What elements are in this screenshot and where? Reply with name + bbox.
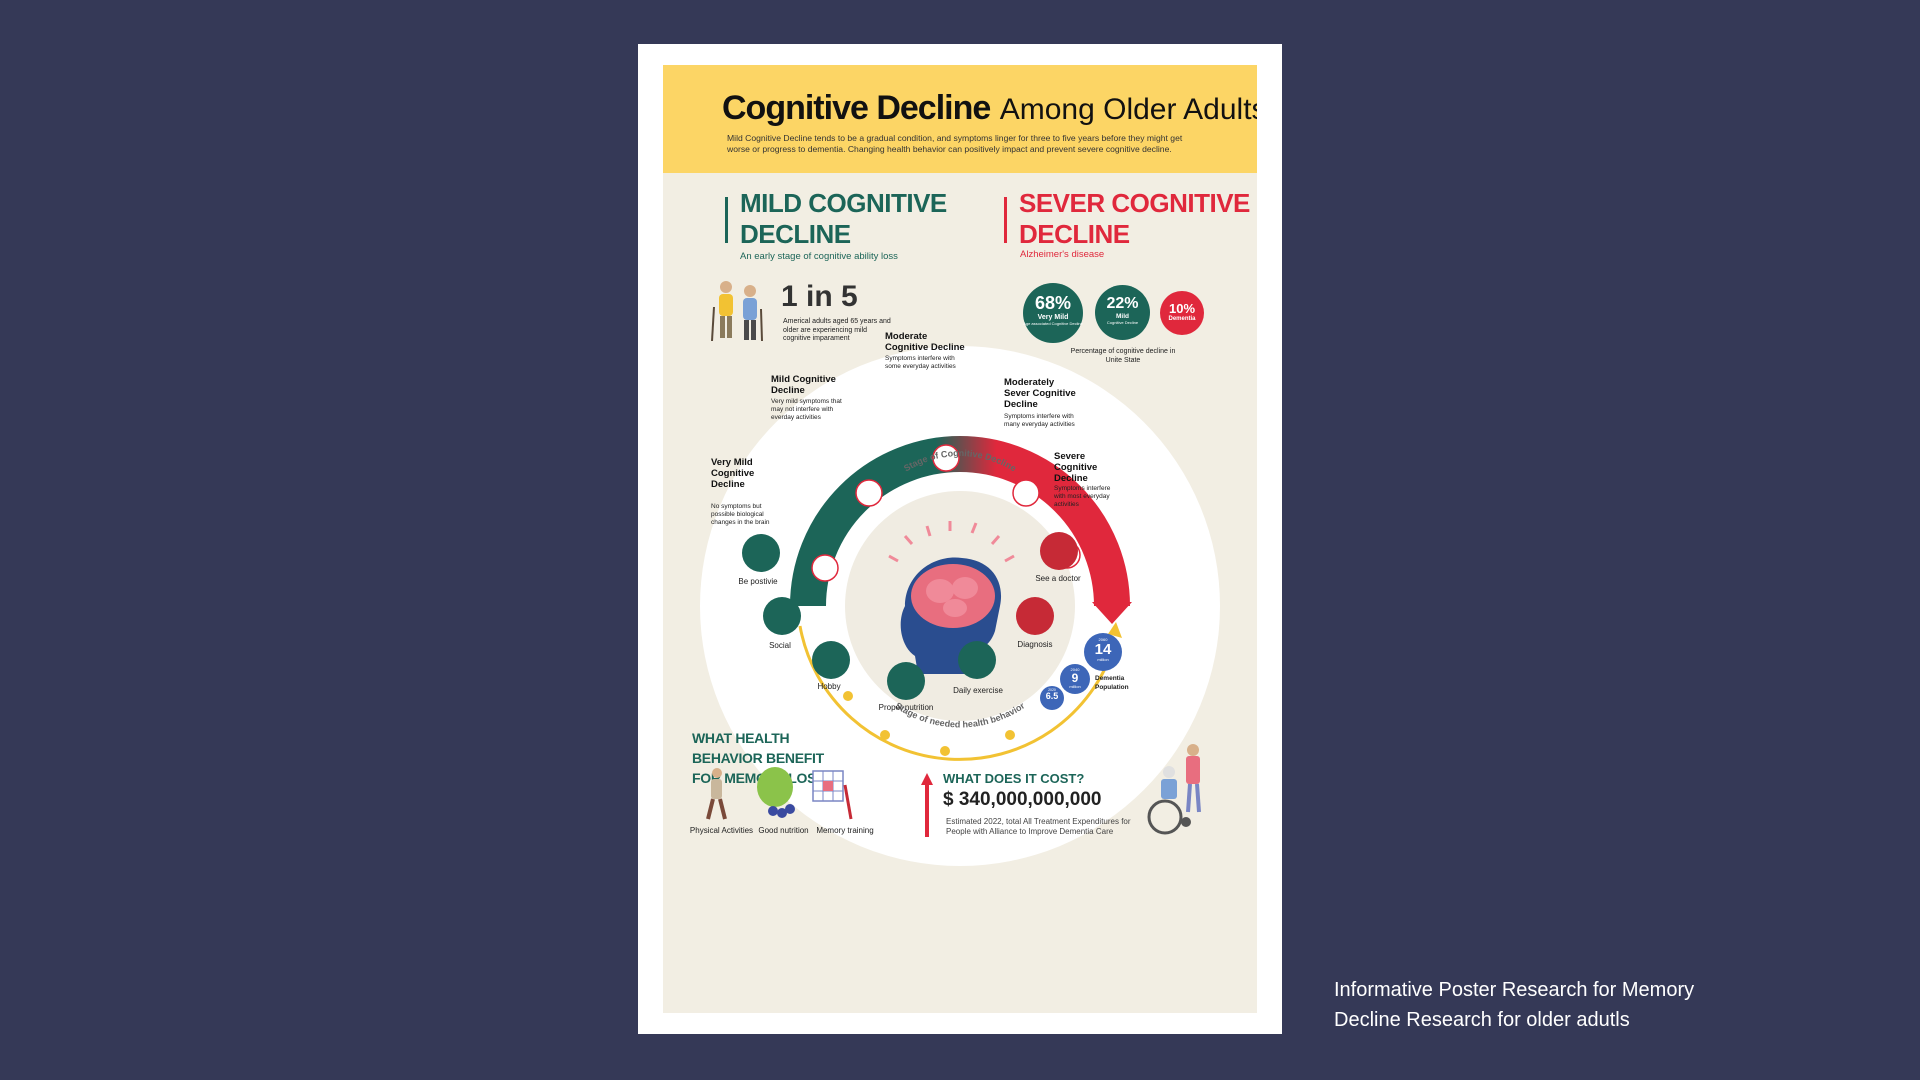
stage-icon-3 bbox=[932, 444, 960, 472]
pct-very-mild-value: 68% bbox=[1034, 293, 1072, 313]
mild-stat-desc: Americal adults aged 65 years and older … bbox=[783, 318, 891, 342]
severe-bar bbox=[1004, 197, 1007, 243]
pct-mild-label: Mild bbox=[1116, 313, 1129, 320]
poster-header: Cognitive Decline Among Older Adults Mil… bbox=[663, 65, 1257, 173]
apple-icon bbox=[887, 662, 925, 700]
behavior-label-7: See a doctor bbox=[1035, 574, 1081, 583]
behavior-label-3: Hobby bbox=[817, 682, 841, 691]
stage-5-title: Severe Cognitive Decline bbox=[1054, 451, 1098, 484]
dementia-bubble-2060: 2060 14 million bbox=[1084, 633, 1122, 671]
behavior-label-2: Social bbox=[769, 641, 791, 650]
behavior-label-5: Daily exercise bbox=[953, 686, 1003, 695]
poster-title: Cognitive Decline Among Older Adults bbox=[722, 89, 1257, 128]
puzzle-icon bbox=[812, 641, 850, 679]
mild-title-line1: MILD COGNITIVE bbox=[740, 188, 947, 218]
stage-3-desc: Symptoms interfere with some everyday ac… bbox=[885, 355, 956, 370]
mild-title-line2: DECLINE bbox=[740, 219, 851, 249]
severe-title-line2: DECLINE bbox=[1019, 219, 1130, 249]
dementia-bubble-2020: 2020 6.5 bbox=[1040, 686, 1064, 710]
health-illustrations bbox=[706, 767, 853, 820]
stage-4-title: Moderately Sever Cognitive Decline bbox=[1004, 377, 1076, 410]
cost-value: $ 340,000,000,000 bbox=[943, 789, 1102, 810]
dementia-year-2020: 2020 bbox=[1048, 688, 1056, 692]
dementia-unit-2060: million bbox=[1097, 657, 1109, 662]
severe-title-line1: SEVER COGNITIVE bbox=[1019, 188, 1250, 218]
health-label-1: Physical Activities bbox=[689, 826, 754, 835]
dementia-label: Dementia Population bbox=[1095, 675, 1129, 691]
up-arrow-icon bbox=[921, 773, 933, 837]
pct-mild: 22% Mild Cognitive Decline bbox=[1095, 285, 1150, 340]
poster-caption: Informative Poster Research for Memory D… bbox=[1334, 979, 1695, 1031]
chat-bubbles-icon bbox=[763, 597, 801, 635]
pct-dementia-value: 10% bbox=[1168, 301, 1196, 316]
intro-text: Mild Cognitive Decline tends to be a gra… bbox=[727, 133, 1183, 154]
behavior-dot-1 bbox=[843, 691, 853, 701]
dementia-unit-2040: million bbox=[1069, 684, 1081, 689]
health-label-3: Memory training bbox=[816, 826, 874, 835]
pct-very-mild-sub: Age associated Cognitive Decline bbox=[1023, 321, 1083, 326]
stage-2-desc: Very mild symptoms that may not interfer… bbox=[771, 398, 842, 421]
severe-subtitle: Alzheimer's disease bbox=[1020, 249, 1105, 260]
stage-1-desc: No symptoms but possible biological chan… bbox=[711, 503, 770, 526]
pct-dementia-label: Dementia bbox=[1168, 316, 1196, 322]
mild-subtitle: An early stage of cognitive ability loss bbox=[740, 251, 898, 262]
lettuce-blueberries-illustration bbox=[757, 767, 795, 818]
mild-stat: 1 in 5 bbox=[781, 280, 858, 313]
severe-title: SEVER COGNITIVE DECLINE bbox=[1019, 188, 1250, 250]
behavior-arc bbox=[798, 625, 1116, 761]
pct-very-mild: 68% Very Mild Age associated Cognitive D… bbox=[1023, 283, 1083, 343]
stage-arc bbox=[790, 436, 1130, 607]
health-label-2: Good nutrition bbox=[758, 826, 809, 835]
stage-icon-4 bbox=[1012, 479, 1040, 507]
pct-mild-sub: Cognitive Decline bbox=[1106, 320, 1139, 325]
dementia-year-2040: 2040 bbox=[1070, 667, 1080, 672]
poster-card: Cognitive Decline Among Older Adults Mil… bbox=[638, 44, 1282, 1034]
pct-caption: Percentage of cognitive decline in Unite… bbox=[1070, 348, 1176, 364]
dementia-value-2060: 14 bbox=[1094, 641, 1112, 658]
dementia-year-2060: 2060 bbox=[1098, 637, 1108, 642]
stage-5-desc: Symptoms interfere with most everyday ac… bbox=[1054, 485, 1111, 508]
dementia-value-2020: 6.5 bbox=[1045, 691, 1059, 701]
behavior-arc-arrowhead bbox=[1108, 622, 1122, 638]
behavior-label-6: Diagnosis bbox=[1017, 640, 1053, 649]
pct-very-mild-label: Very Mild bbox=[1037, 314, 1069, 321]
lightbulb-icon bbox=[742, 534, 780, 572]
stage-icon-2 bbox=[855, 479, 883, 507]
elderly-couple-illustration bbox=[711, 281, 763, 342]
doctor-icon bbox=[1040, 532, 1078, 570]
dementia-value-2040: 9 bbox=[1071, 671, 1079, 685]
wheelchair-caregiver-illustration bbox=[1147, 744, 1201, 835]
stage-2-title: Mild Cognitive Decline bbox=[771, 374, 836, 396]
dumbbell-icon bbox=[958, 641, 996, 679]
pct-dementia: 10% Dementia bbox=[1160, 291, 1204, 335]
title-bold: Cognitive Decline bbox=[722, 89, 991, 127]
stage-3-title: Moderate Cognitive Decline bbox=[885, 331, 965, 353]
stage-4-desc: Symptoms interfere with many everyday ac… bbox=[1004, 413, 1075, 428]
title-rest: Among Older Adults bbox=[999, 93, 1257, 126]
cost-title: WHAT DOES IT COST? bbox=[943, 771, 1085, 786]
stage-arc-arrowhead bbox=[1092, 602, 1132, 624]
walking-elder-illustration bbox=[706, 768, 727, 820]
stage-1-title: Very Mild Cognitive Decline bbox=[711, 457, 755, 490]
behavior-dot-2 bbox=[880, 730, 890, 740]
mild-bar bbox=[725, 197, 728, 243]
cost-note: Estimated 2022, total All Treatment Expe… bbox=[946, 817, 1131, 836]
stage-icon-1 bbox=[811, 554, 839, 582]
behavior-label-4: Proper nutrition bbox=[878, 703, 934, 712]
dementia-bubble-2040: 2040 9 million bbox=[1060, 664, 1090, 694]
behavior-label-1: Be postivie bbox=[738, 577, 778, 586]
mild-title: MILD COGNITIVE DECLINE bbox=[740, 188, 947, 250]
poster: Cognitive Decline Among Older Adults Mil… bbox=[663, 65, 1257, 1013]
behavior-dot-4 bbox=[1005, 730, 1015, 740]
clipboard-icon bbox=[1016, 597, 1054, 635]
pct-mild-value: 22% bbox=[1106, 295, 1139, 312]
crossword-illustration bbox=[812, 770, 853, 820]
behavior-dot-3 bbox=[940, 746, 950, 756]
